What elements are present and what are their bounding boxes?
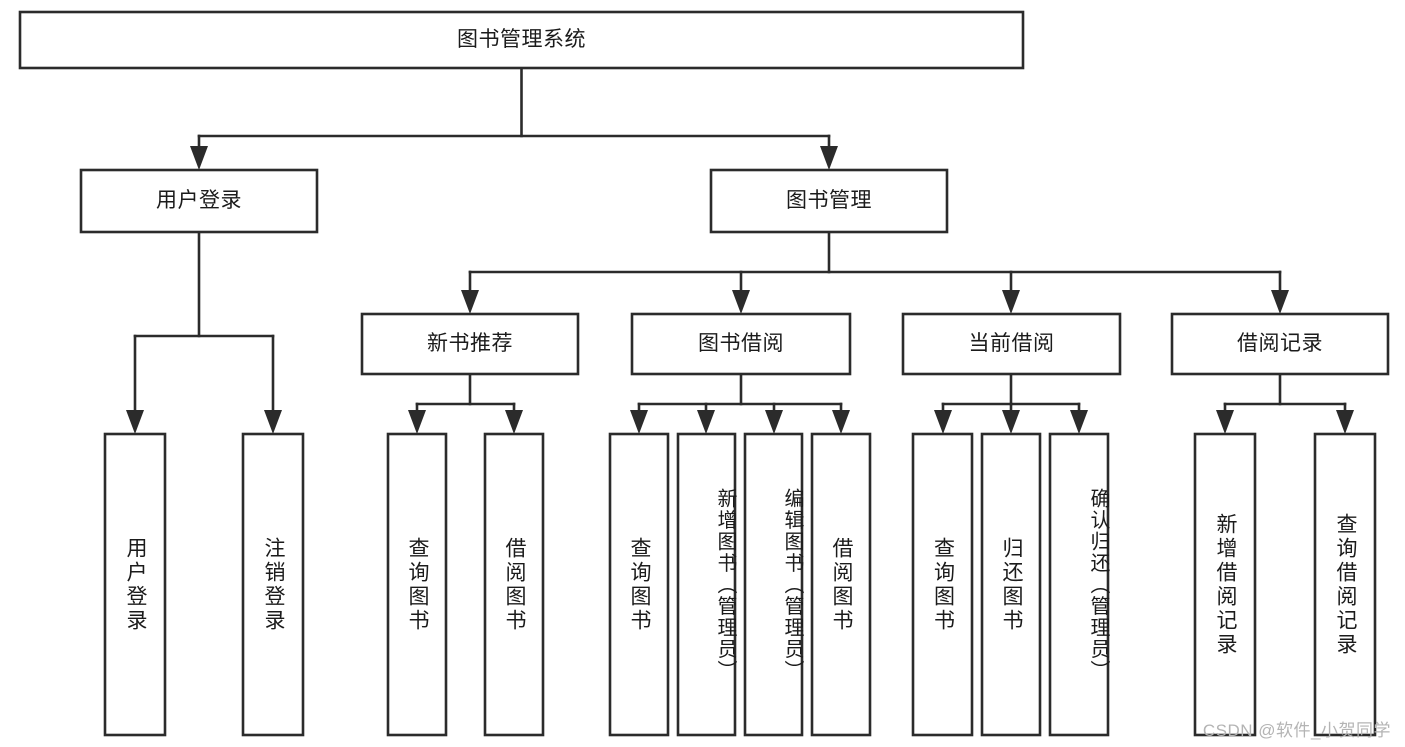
leaf-box-borrow-book-1[interactable] xyxy=(483,432,545,737)
arrowhead-borrow-leaf-4 xyxy=(832,410,850,434)
node-box-book-management[interactable] xyxy=(709,168,949,234)
arrowhead-current-leaf-1 xyxy=(934,410,952,434)
leaf-box-confirm-return[interactable] xyxy=(1048,432,1110,737)
arrowhead-current-leaf-2 xyxy=(1002,410,1020,434)
leaf-box-query-book-1[interactable] xyxy=(386,432,448,737)
arrowhead-new-books-leaf-1 xyxy=(408,410,426,434)
connector-group-new-books xyxy=(408,372,523,434)
node-box-root[interactable] xyxy=(18,10,1025,70)
node-box-new-book-recommend[interactable] xyxy=(360,312,580,376)
arrowhead-borrow-leaf-3 xyxy=(765,410,783,434)
connector-group-current xyxy=(934,372,1088,434)
leaf-box-borrow-book-2[interactable] xyxy=(810,432,872,737)
connector-group-user-login xyxy=(126,230,282,434)
arrowhead-book-mgmt-to-records xyxy=(1271,290,1289,314)
node-box-borrow-records[interactable] xyxy=(1170,312,1390,376)
connector-group-borrow xyxy=(630,372,850,434)
node-box-current-borrow[interactable] xyxy=(901,312,1122,376)
arrowhead-records-leaf-1 xyxy=(1216,410,1234,434)
leaf-box-add-book[interactable] xyxy=(676,432,737,737)
leaf-box-query-borrow-record[interactable] xyxy=(1313,432,1377,737)
connector-group-book-mgmt xyxy=(461,230,1289,314)
arrowhead-root-to-book-mgmt xyxy=(820,146,838,170)
arrowhead-user-login-leaf-2 xyxy=(264,410,282,434)
arrowhead-book-mgmt-to-borrow xyxy=(732,290,750,314)
connector-group-records xyxy=(1216,372,1354,434)
arrowhead-new-books-leaf-2 xyxy=(505,410,523,434)
leaf-box-query-book-2[interactable] xyxy=(608,432,670,737)
node-box-book-borrow[interactable] xyxy=(630,312,852,376)
node-box-user-login[interactable] xyxy=(79,168,319,234)
arrowhead-user-login-leaf-1 xyxy=(126,410,144,434)
arrowhead-borrow-leaf-1 xyxy=(630,410,648,434)
leaf-box-query-book-3[interactable] xyxy=(911,432,974,737)
arrowhead-root-to-user-login xyxy=(190,146,208,170)
arrowhead-current-leaf-3 xyxy=(1070,410,1088,434)
leaf-box-logout[interactable] xyxy=(241,432,305,737)
leaf-box-user-login[interactable] xyxy=(103,432,167,737)
arrowhead-book-mgmt-to-current xyxy=(1002,290,1020,314)
leaf-box-add-borrow-record[interactable] xyxy=(1193,432,1257,737)
arrowhead-records-leaf-2 xyxy=(1336,410,1354,434)
arrowhead-book-mgmt-to-new-books xyxy=(461,290,479,314)
leaf-box-edit-book[interactable] xyxy=(743,432,804,737)
leaf-box-return-book[interactable] xyxy=(980,432,1042,737)
arrowhead-borrow-leaf-2 xyxy=(697,410,715,434)
connector-group-root xyxy=(190,66,838,170)
